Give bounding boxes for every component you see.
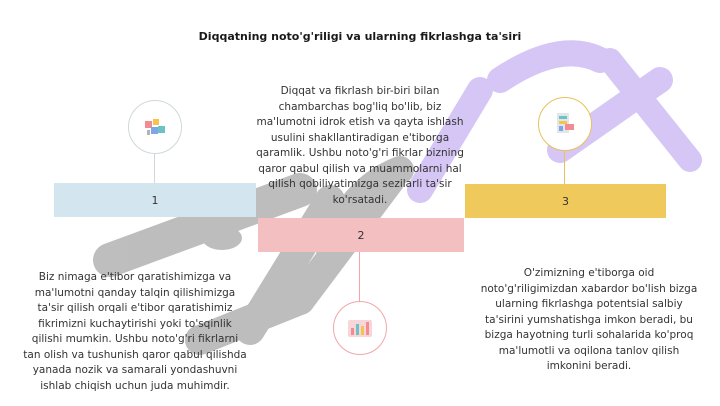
- step-3-text: O'zimizning e'tiborga oid noto'g'riligim…: [480, 267, 698, 372]
- step-3-connector: [564, 150, 565, 184]
- step-1-node: [128, 100, 182, 154]
- chart-icon: [348, 320, 372, 337]
- blocks-icon: [145, 119, 165, 135]
- step-1-number: 1: [151, 193, 159, 207]
- page-title: Diqqatning noto'g'riligi va ularning fik…: [198, 30, 522, 43]
- step-2-bar: 2: [258, 218, 464, 252]
- step-1-bar: 1: [54, 183, 256, 217]
- step-2-connector: [359, 252, 360, 301]
- step-3-bar: 3: [465, 184, 666, 218]
- step-3-number: 3: [562, 194, 569, 208]
- checklist-icon: [557, 113, 574, 133]
- step-2-node: [333, 301, 387, 355]
- step-2-text: Diqqat va fikrlash bir-biri bilan chamba…: [256, 85, 464, 206]
- step-3-node: [538, 97, 592, 151]
- step-2-number: 2: [357, 228, 365, 242]
- step-1-text: Biz nimaga e'tibor qaratishimizga va ma'…: [23, 271, 247, 392]
- step-1-connector: [154, 153, 155, 183]
